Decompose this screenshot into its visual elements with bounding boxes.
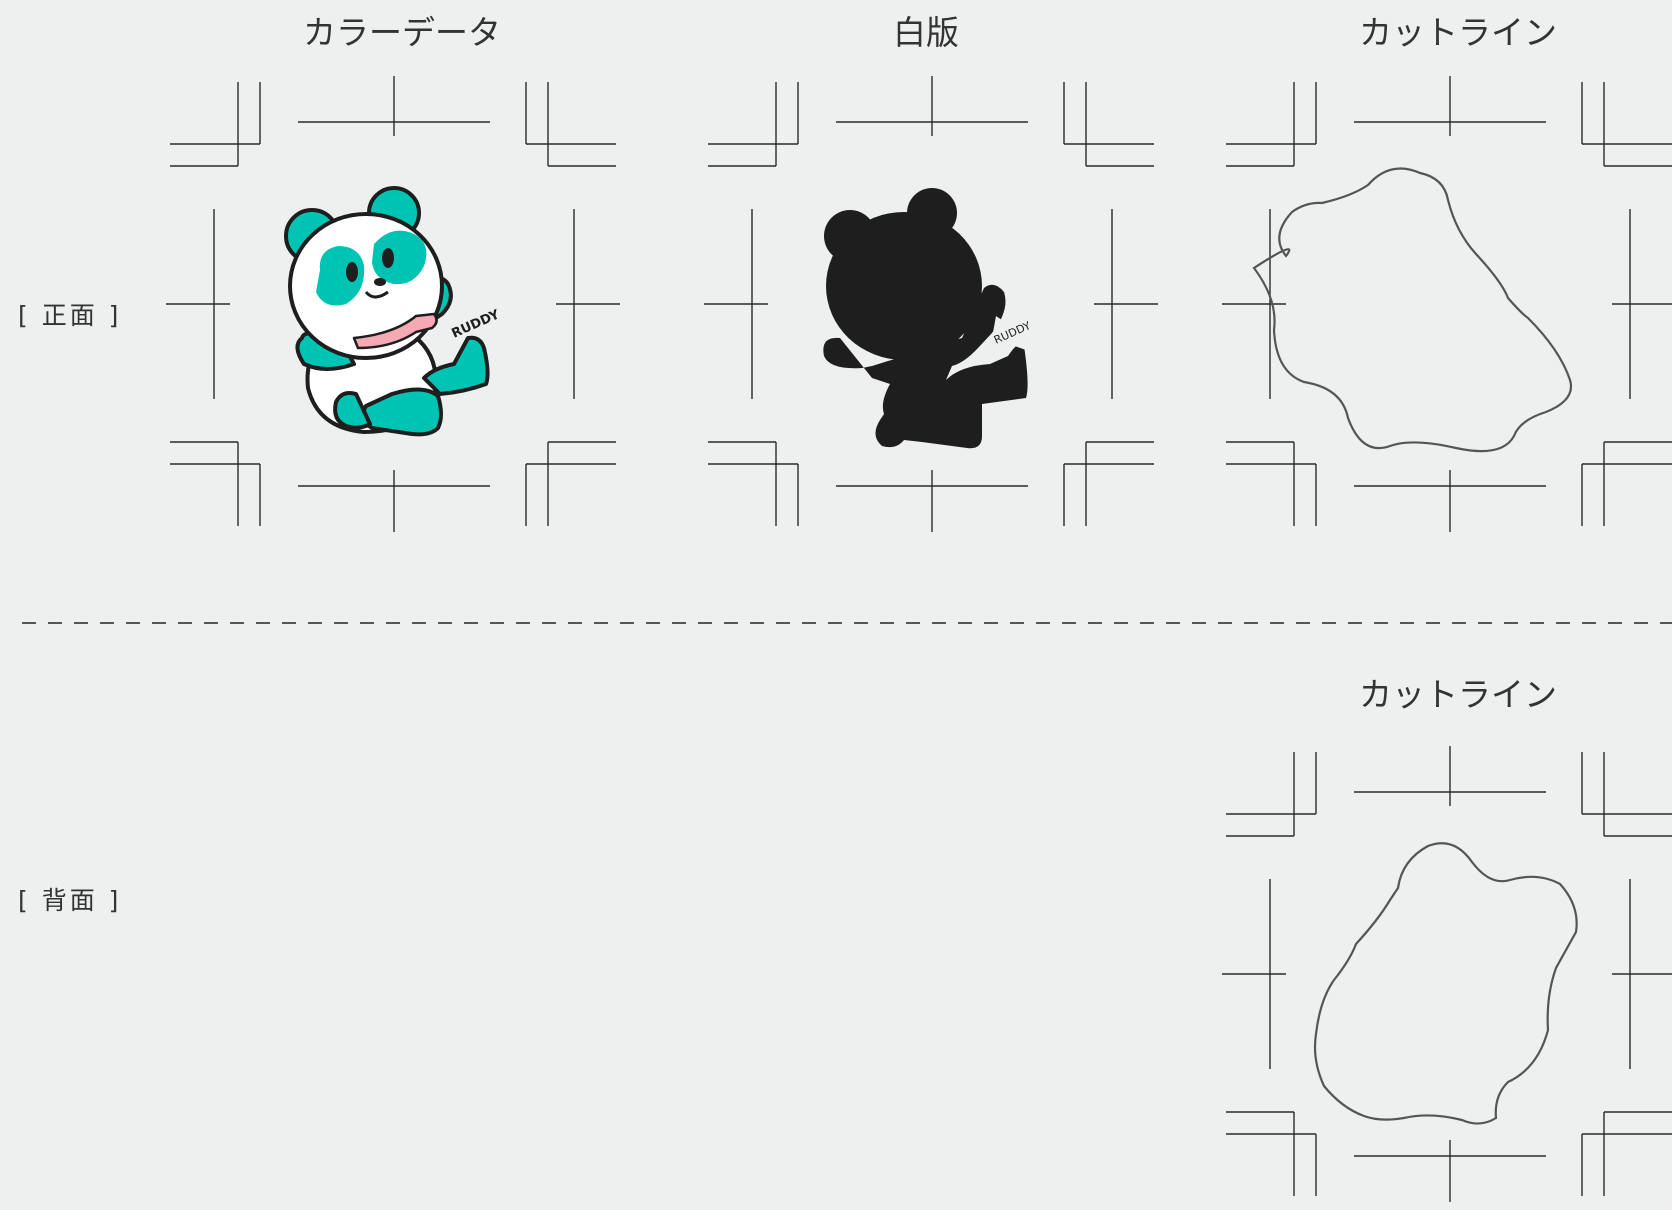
front-cut-registration-marks xyxy=(1221,75,1672,533)
back-column-title-cut-line: カットライン xyxy=(1359,675,1557,714)
back-cut-line-path xyxy=(1313,842,1578,1125)
row-label-front: [ 正面 ] xyxy=(18,301,122,330)
column-title-cut-line: カットライン xyxy=(1359,13,1557,52)
row-label-back: [ 背面 ] xyxy=(18,886,122,915)
back-cut-registration-marks xyxy=(1221,745,1672,1203)
panda-white-plate-silhouette: RUDDY xyxy=(823,188,1033,449)
column-title-white-plate: 白版 xyxy=(893,13,959,52)
column-title-color-data: カラーデータ xyxy=(303,13,501,52)
panda-color-illustration: RUDDY xyxy=(284,186,502,437)
front-cut-line-path xyxy=(1252,167,1573,453)
